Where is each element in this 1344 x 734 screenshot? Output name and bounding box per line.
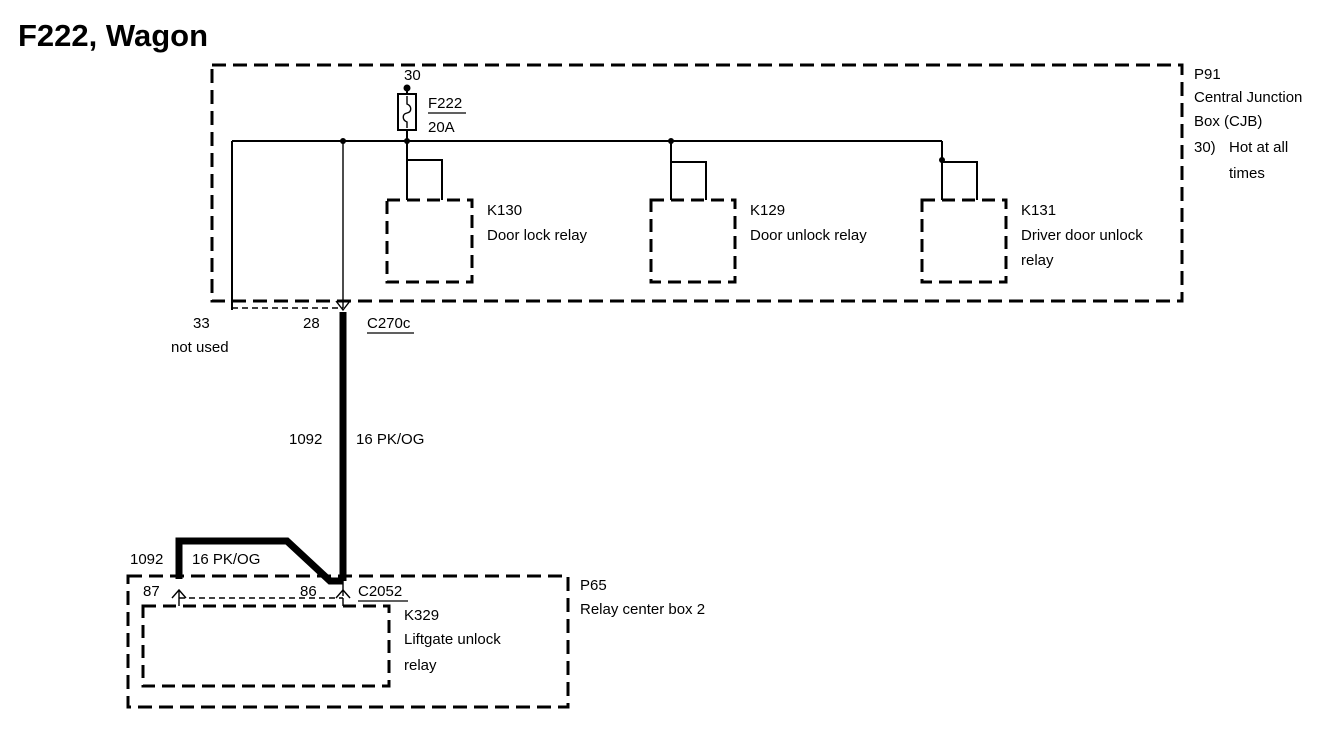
fuse-rating: 20A bbox=[428, 119, 455, 136]
c2052-id: C2052 bbox=[358, 583, 402, 600]
cjb-name-line1: Central Junction bbox=[1194, 89, 1302, 106]
k129-id: K129 bbox=[750, 202, 785, 219]
wire-main-spec: 16 PK/OG bbox=[356, 431, 424, 448]
wire-lower-spec: 16 PK/OG bbox=[192, 551, 260, 568]
harness-wire-lower bbox=[175, 537, 343, 585]
c270c-id: C270c bbox=[367, 315, 411, 332]
k329-relay-box bbox=[141, 604, 391, 688]
rcb-name: Relay center box 2 bbox=[580, 601, 705, 618]
k329-id: K329 bbox=[404, 607, 439, 624]
cjb-name-line2: Box (CJB) bbox=[1194, 113, 1262, 130]
c270c-pin-28: 28 bbox=[303, 315, 320, 332]
fuse-pin-label: 30 bbox=[404, 67, 421, 84]
k129-relay-box bbox=[649, 198, 737, 284]
k130-name: Door lock relay bbox=[487, 227, 588, 244]
c270c-pin-33: 33 bbox=[193, 315, 210, 332]
cjb-note-line1: Hot at all bbox=[1229, 139, 1288, 156]
k130-relay-box bbox=[385, 198, 474, 284]
k131-relay-box bbox=[920, 198, 1008, 284]
cjb-note-line2: times bbox=[1229, 165, 1265, 182]
page-title: F222, Wagon bbox=[18, 18, 208, 53]
k131-id: K131 bbox=[1021, 202, 1056, 219]
cjb-note-number: 30) bbox=[1194, 139, 1216, 156]
k329-name-line2: relay bbox=[404, 657, 437, 674]
k329-name-line1: Liftgate unlock bbox=[404, 631, 501, 648]
k131-loop-wire bbox=[941, 161, 978, 200]
cjb-box bbox=[210, 63, 1184, 303]
k129-loop-wire bbox=[670, 161, 707, 200]
k130-id: K130 bbox=[487, 202, 522, 219]
c2052-pin-87: 87 bbox=[143, 583, 160, 600]
rcb-box bbox=[126, 574, 570, 709]
k131-name-line1: Driver door unlock bbox=[1021, 227, 1143, 244]
fuse-element-icon bbox=[402, 96, 412, 128]
wire-lower-circuit: 1092 bbox=[130, 551, 163, 568]
cjb-id: P91 bbox=[1194, 66, 1221, 83]
fuse-id: F222 bbox=[428, 95, 462, 112]
c270c-pin-33-note: not used bbox=[171, 339, 229, 356]
pin28-arrow-icon bbox=[335, 300, 351, 312]
k130-loop-wire bbox=[406, 159, 443, 200]
k131-name-line2: relay bbox=[1021, 252, 1054, 269]
wire-main-circuit: 1092 bbox=[289, 431, 322, 448]
bus-splice-dot bbox=[340, 138, 346, 144]
k129-name: Door unlock relay bbox=[750, 227, 867, 244]
c2052-pin-86: 86 bbox=[300, 583, 317, 600]
pin86-arrow-icon bbox=[335, 588, 351, 599]
rcb-id: P65 bbox=[580, 577, 607, 594]
